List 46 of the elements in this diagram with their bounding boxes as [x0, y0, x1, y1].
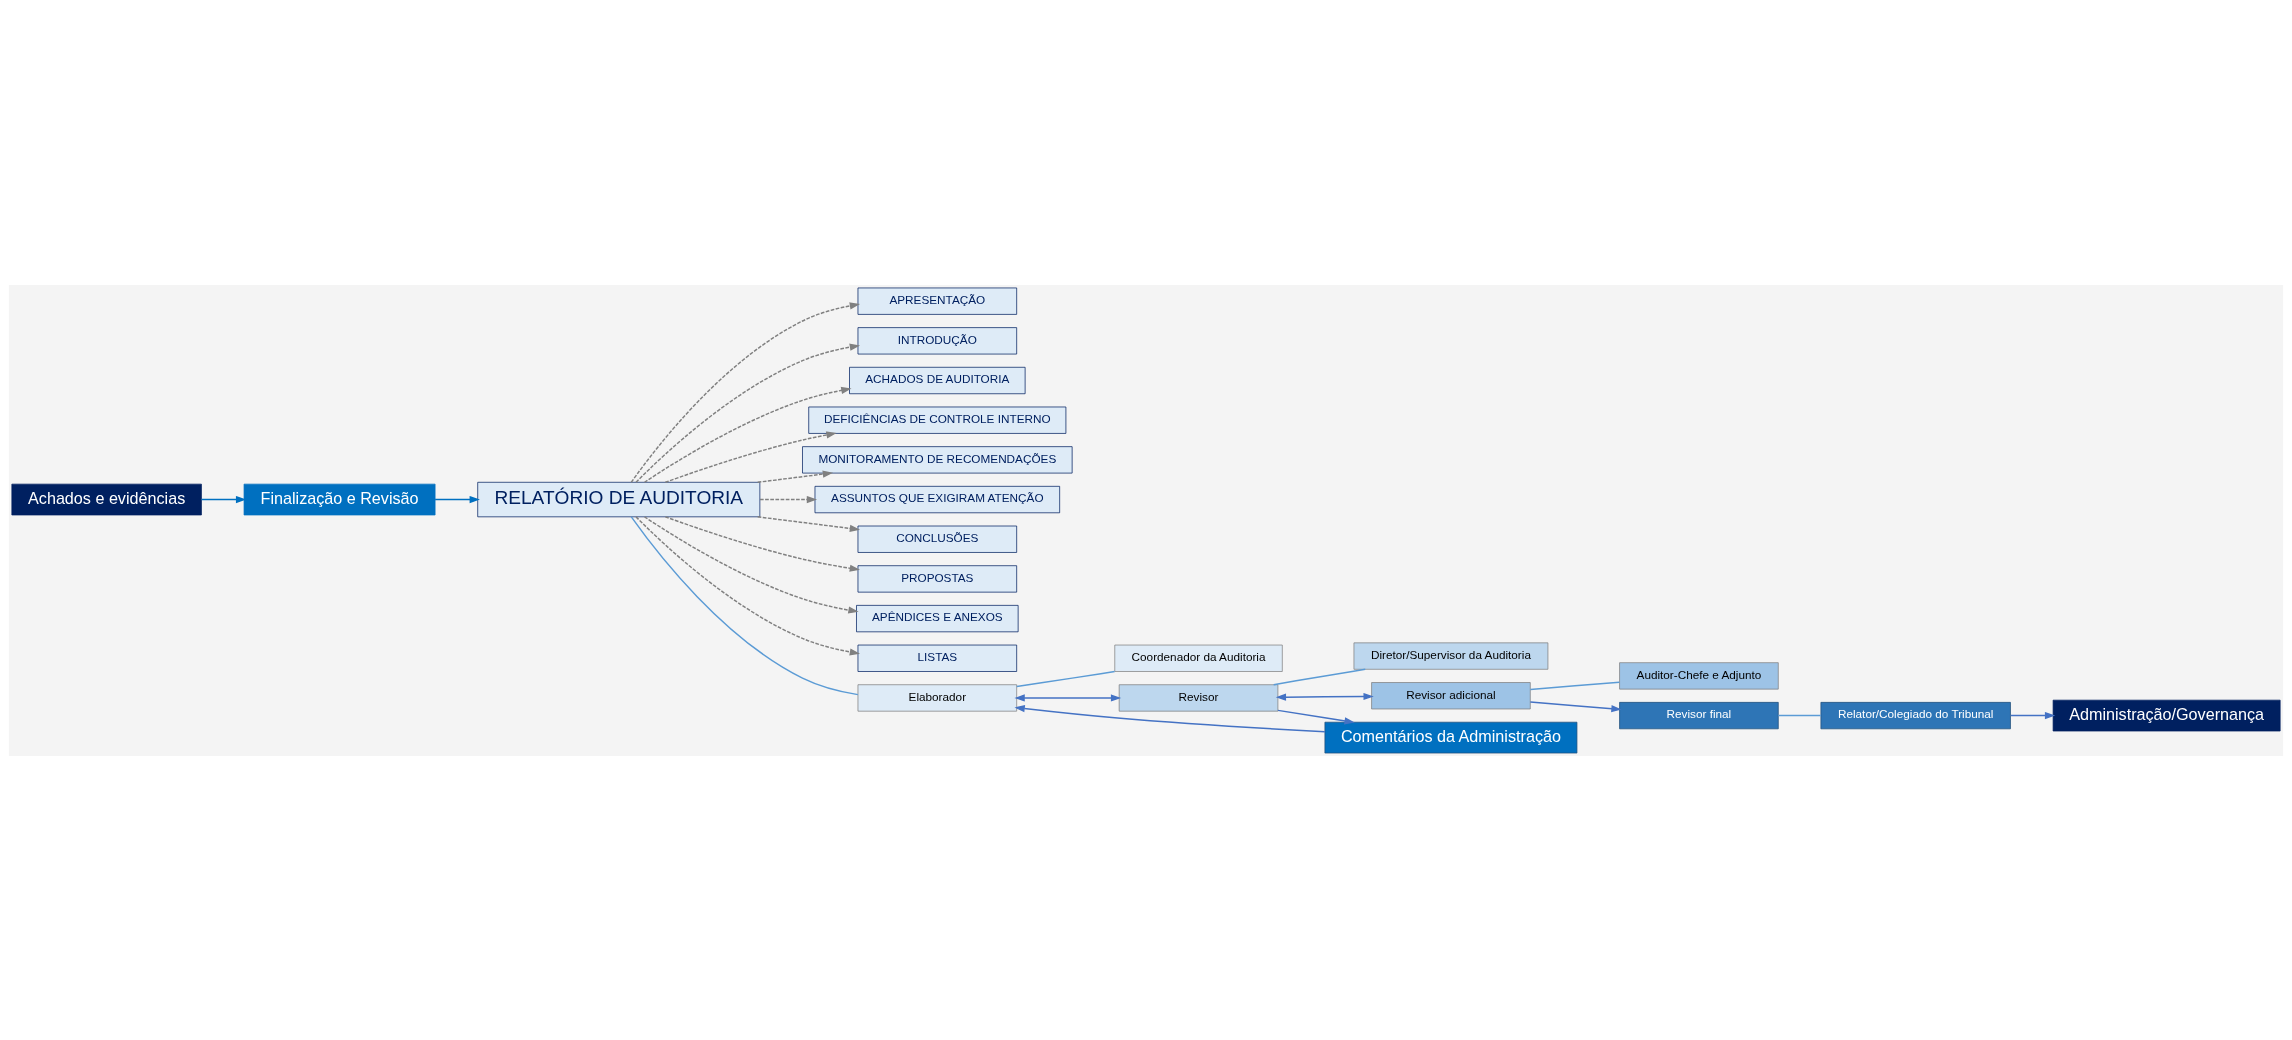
arrow	[2010, 711, 2056, 719]
arrow	[664, 430, 837, 483]
arrow	[635, 343, 861, 483]
arrow	[756, 470, 834, 483]
node-box: Revisor final	[1619, 701, 1779, 729]
node-box: Achados e evidências	[11, 483, 202, 515]
connector	[1777, 714, 1822, 716]
node-box: ACHADOS DE AUDITORIA	[849, 366, 1026, 394]
node-box: Comentários da Administração	[1324, 721, 1578, 753]
arrow	[643, 515, 859, 614]
node-box: DEFICIÊNCIAS DE CONTROLE INTERNO	[808, 406, 1067, 434]
connector	[630, 515, 859, 695]
node-box: Relator/Colegiado do Tribunal	[1820, 701, 2011, 729]
arrow	[759, 495, 818, 503]
arrow	[200, 495, 247, 503]
node-box: RELATÓRIO DE AUDITORIA	[477, 481, 761, 517]
connector	[1529, 681, 1621, 690]
arrow	[1014, 704, 1326, 733]
node-box: INTRODUÇÃO	[857, 326, 1018, 354]
node-box: MONITORAMENTO DE RECOMENDAÇÕES	[802, 445, 1073, 473]
arrow	[630, 301, 861, 483]
node-box: Auditor-Chefe e Adjunto	[1619, 661, 1779, 689]
arrow	[1529, 700, 1622, 712]
node-box: Finalização e Revisão	[243, 483, 436, 515]
node-box: LISTAS	[857, 644, 1018, 672]
arrow	[756, 515, 861, 532]
node-box: PROPOSTAS	[857, 564, 1018, 592]
node-box: Administração/Governança	[2052, 699, 2281, 731]
arrow	[664, 515, 861, 572]
node-box: CONCLUSÕES	[857, 525, 1018, 553]
arrow	[1277, 709, 1355, 724]
node-box: Coordenador da Auditoria	[1114, 644, 1283, 672]
connector	[1016, 670, 1116, 687]
arrow	[643, 386, 852, 483]
arrow	[635, 515, 861, 656]
node-box: APRESENTAÇÃO	[857, 287, 1018, 315]
node-box: Diretor/Supervisor da Auditoria	[1353, 641, 1549, 670]
node-box: Revisor	[1118, 683, 1279, 712]
arrow	[1275, 692, 1374, 701]
connector	[1272, 668, 1366, 685]
node-box: Elaborador	[857, 683, 1018, 712]
node-box: APÊNDICES E ANEXOS	[856, 604, 1019, 632]
node-box: Revisor adicional	[1371, 681, 1531, 709]
arrow	[434, 495, 480, 503]
node-box: ASSUNTOS QUE EXIGIRAM ATENÇÃO	[814, 485, 1061, 513]
arrow	[1014, 693, 1122, 702]
